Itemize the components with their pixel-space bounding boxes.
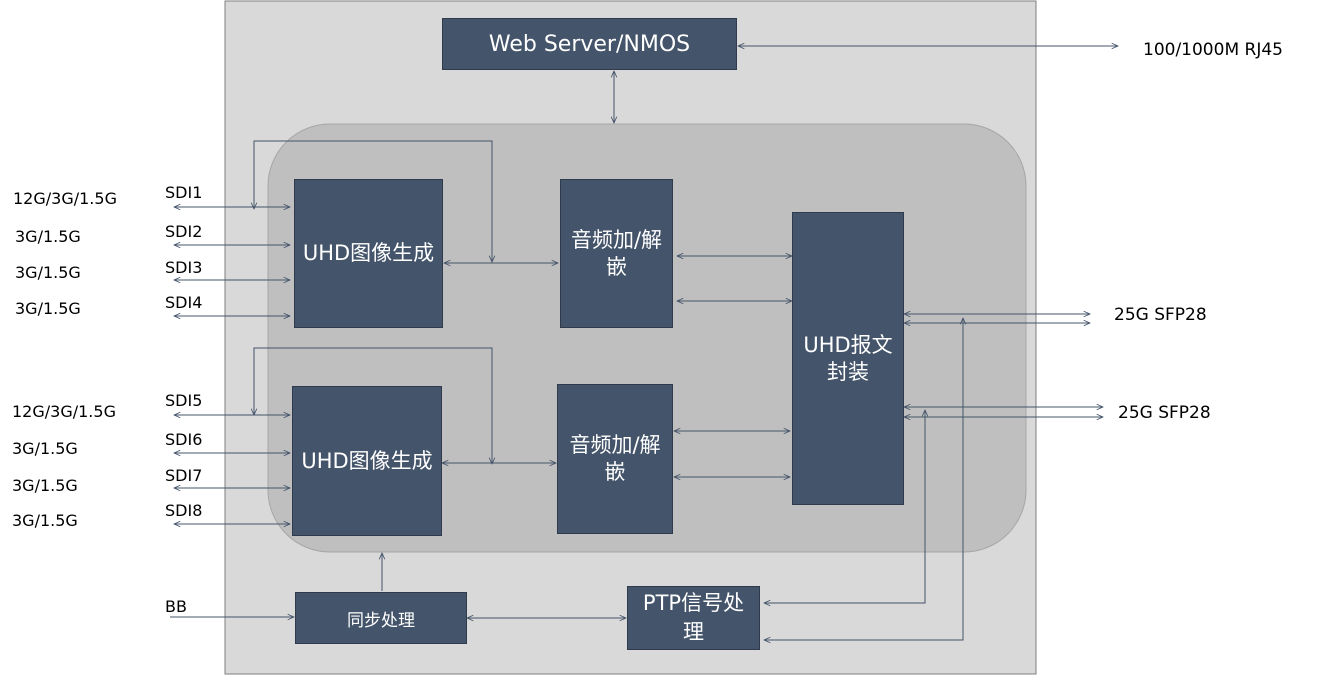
sfp28-port-label-1: 25G SFP28 xyxy=(1114,305,1207,325)
audio-embed-label-1: 音频加/解嵌 xyxy=(570,227,663,279)
sdi-rate-label: 3G/1.5G xyxy=(12,476,78,495)
connector-lines xyxy=(170,46,1118,640)
uhd-packet-encap-label: UHD报文封装 xyxy=(803,332,893,384)
uhd-image-gen-block-2: UHD图像生成 xyxy=(292,386,442,536)
audio-embed-label-2: 音频加/解嵌 xyxy=(569,433,661,484)
sdi-port-label: SDI8 xyxy=(165,501,203,520)
web-server-block: Web Server/NMOS xyxy=(442,18,737,70)
ptp-processing-label: PTP信号处理 xyxy=(642,591,745,644)
ptp-processing-block: PTP信号处理 xyxy=(627,586,760,650)
sync-processing-label: 同步处理 xyxy=(347,610,415,631)
web-server-label: Web Server/NMOS xyxy=(488,31,691,57)
audio-embed-block-1: 音频加/解嵌 xyxy=(560,179,673,328)
sdi-rate-label: 12G/3G/1.5G xyxy=(12,402,116,421)
uhd-image-gen-label-2: UHD图像生成 xyxy=(301,448,433,473)
bb-input-label: BB xyxy=(165,597,187,616)
audio-embed-block-2: 音频加/解嵌 xyxy=(557,384,673,534)
sdi-rate-label: 3G/1.5G xyxy=(12,439,78,458)
sync-processing-block: 同步处理 xyxy=(295,592,467,644)
sdi-port-label: SDI6 xyxy=(165,430,203,449)
sdi-port-label: SDI1 xyxy=(165,183,203,202)
sdi-rate-label: 3G/1.5G xyxy=(15,227,81,246)
sdi-port-label: SDI7 xyxy=(165,466,203,485)
sdi-port-label: SDI5 xyxy=(165,391,203,410)
sdi-rate-label: 3G/1.5G xyxy=(15,263,81,282)
sdi-port-label: SDI4 xyxy=(165,293,203,312)
sdi-rate-label: 3G/1.5G xyxy=(12,511,78,530)
rj45-port-label: 100/1000M RJ45 xyxy=(1143,40,1283,60)
uhd-image-gen-block-1: UHD图像生成 xyxy=(294,179,443,328)
sdi-rate-label: 3G/1.5G xyxy=(15,299,81,318)
sfp28-port-label-2: 25G SFP28 xyxy=(1118,403,1211,423)
uhd-image-gen-label-1: UHD图像生成 xyxy=(302,241,435,265)
sdi-rate-label: 12G/3G/1.5G xyxy=(13,189,117,208)
uhd-packet-encap-block: UHD报文封装 xyxy=(792,212,904,505)
sdi-port-label: SDI2 xyxy=(165,222,203,241)
sdi-port-label: SDI3 xyxy=(165,258,203,277)
